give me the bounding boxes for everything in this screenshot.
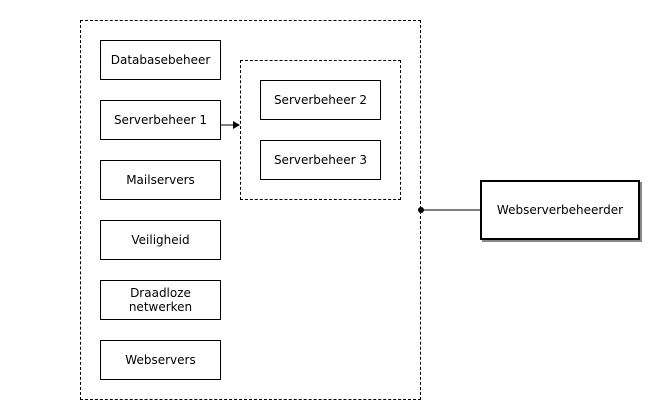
node-label: Mailservers bbox=[126, 173, 195, 187]
serverbeheer-group bbox=[240, 60, 401, 200]
node-label: Databasebeheer bbox=[110, 53, 211, 67]
node-label: Serverbeheer 3 bbox=[273, 153, 368, 167]
node-mailservers[interactable]: Mailservers bbox=[100, 160, 221, 200]
node-label: Draadloze netwerken bbox=[128, 286, 193, 314]
node-label: Veiligheid bbox=[131, 233, 190, 247]
node-label: Webserverbeheerder bbox=[496, 203, 624, 217]
node-webservers[interactable]: Webservers bbox=[100, 340, 221, 380]
node-webserverbeheerder[interactable]: Webserverbeheerder bbox=[480, 180, 640, 240]
node-serverbeheer-1[interactable]: Serverbeheer 1 bbox=[100, 100, 221, 140]
node-databasebeheer[interactable]: Databasebeheer bbox=[100, 40, 221, 80]
node-serverbeheer-3[interactable]: Serverbeheer 3 bbox=[260, 140, 381, 180]
node-label: Serverbeheer 2 bbox=[273, 93, 368, 107]
node-veiligheid[interactable]: Veiligheid bbox=[100, 220, 221, 260]
node-label: Serverbeheer 1 bbox=[113, 113, 208, 127]
node-serverbeheer-2[interactable]: Serverbeheer 2 bbox=[260, 80, 381, 120]
node-draadloze-netwerken[interactable]: Draadloze netwerken bbox=[100, 280, 221, 320]
edge-start-dot bbox=[418, 207, 424, 213]
arrowhead bbox=[233, 121, 240, 129]
node-label: Webservers bbox=[125, 353, 196, 367]
